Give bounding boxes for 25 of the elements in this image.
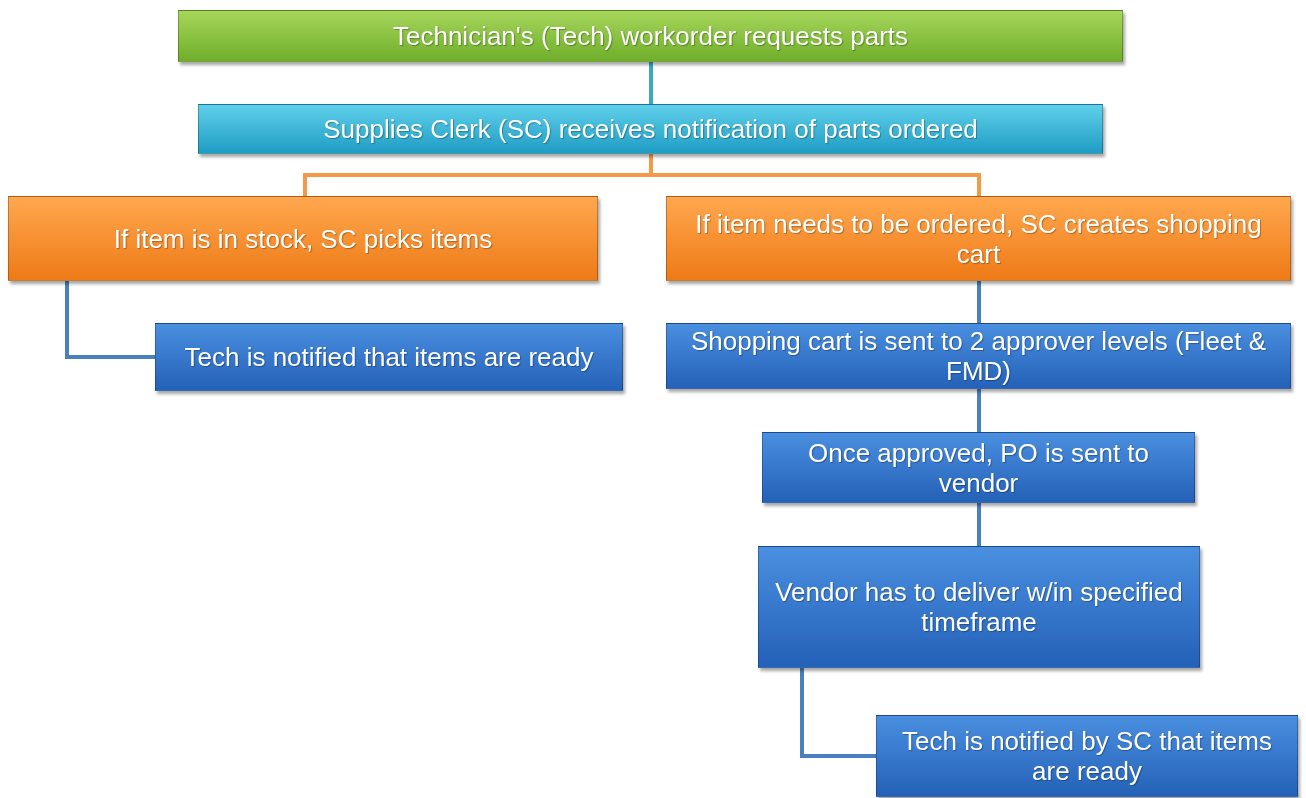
connector-line: [977, 389, 981, 432]
box-text: Vendor has to deliver w/in specified timeframe: [774, 577, 1184, 637]
box-text: Tech is notified by SC that items are ready: [901, 726, 1273, 786]
box-text: Technician's (Tech) workorder requests parts: [391, 21, 910, 51]
process-box: [178, 10, 1123, 62]
box-text: If item needs to be ordered, SC creates shopping cart: [694, 208, 1263, 269]
connector-line: [977, 503, 981, 546]
box-text: If item is in stock, SC picks items: [112, 223, 494, 254]
process-box: [876, 715, 1298, 797]
connector-line: [977, 281, 981, 323]
connector-line: [649, 62, 653, 104]
process-box: [666, 323, 1291, 389]
box-text: Once approved, PO is sent to vendor: [806, 437, 1151, 498]
process-box: [198, 104, 1103, 154]
connector-line: [65, 281, 155, 359]
box-text: Tech is notified that items are ready: [183, 342, 595, 372]
process-box: [762, 432, 1195, 503]
process-box: [758, 546, 1200, 668]
box-text: Supplies Clerk (SC) receives notification of parts ordered: [322, 114, 979, 144]
process-box: [155, 323, 623, 391]
connector-line: [649, 154, 981, 196]
connector-line: [800, 668, 876, 758]
process-box: [8, 196, 598, 281]
process-box: [666, 196, 1291, 281]
box-text: Shopping cart is sent to 2 approver levels (Fleet & FMD): [689, 326, 1268, 386]
